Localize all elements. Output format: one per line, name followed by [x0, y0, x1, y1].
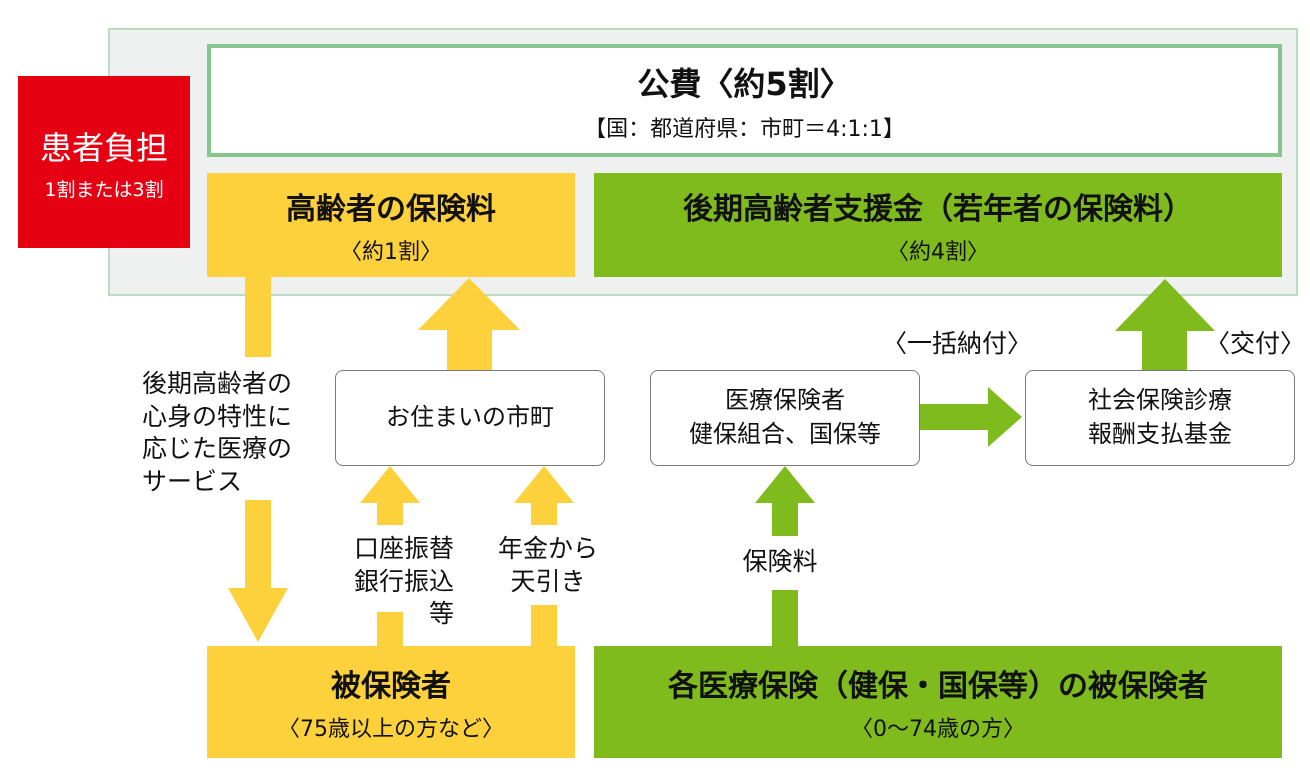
account-arrow-head: [360, 466, 420, 503]
city-label: お住まいの市町: [386, 403, 554, 432]
fund-box: 社会保険診療 報酬支払基金: [1025, 370, 1295, 466]
services-line: 心身の特性に: [142, 401, 293, 431]
pension-line: 天引き: [510, 566, 586, 596]
insurer-line1: 医療保険者: [725, 386, 845, 415]
support-grant-box: 後期高齢者支援金（若年者の保険料） 〈約4割〉: [594, 173, 1282, 277]
insured-title: 被保険者: [331, 669, 451, 704]
lump-arrow-shaft: [920, 404, 988, 430]
support-grant-detail: 〈約4割〉: [887, 240, 989, 265]
grant-label: 〈交付〉: [1205, 329, 1306, 358]
all-insured-box: 各医療保険（健保・国保等）の被保険者 〈0〜74歳の方〉: [594, 646, 1282, 758]
lump-sum-label: 〈一括納付〉: [881, 329, 1032, 358]
elderly-premium-title: 高齢者の保険料: [286, 192, 496, 227]
grant-arrow-shaft: [1142, 330, 1187, 370]
pension-arrow-shaft-top: [531, 503, 557, 525]
city-to-premium-head: [418, 278, 520, 330]
premium-arrow-shaft-top: [772, 503, 798, 536]
account-arrow-shaft-bottom: [377, 612, 403, 646]
public-funds-detail: 【国：都道府県：市町＝4:1:1】: [584, 116, 905, 142]
support-grant-title: 後期高齢者支援金（若年者の保険料）: [683, 192, 1193, 227]
fund-line1: 社会保険診療: [1088, 386, 1232, 415]
services-arrow-shaft: [245, 500, 271, 588]
fund-line2: 報酬支払基金: [1088, 420, 1232, 448]
elderly-premium-box: 高齢者の保険料 〈約1割〉: [207, 173, 575, 277]
insured-box: 被保険者 〈75歳以上の方など〉: [207, 646, 575, 758]
premium-arrow-head: [755, 466, 815, 503]
premium-label: 保険料: [742, 547, 818, 576]
account-line: 銀行振込: [353, 566, 454, 596]
services-label: 後期高齢者の 心身の特性に 応じた医療の サービス: [142, 368, 322, 498]
insurer-box: 医療保険者 健保組合、国保等: [650, 370, 920, 466]
services-line: 後期高齢者の: [142, 369, 293, 398]
account-arrow-shaft-top: [377, 503, 403, 525]
account-transfer-label: 口座振替 銀行振込 等: [330, 533, 454, 631]
public-funds-box: 公費〈約5割〉 【国：都道府県：市町＝4:1:1】: [207, 44, 1282, 157]
grant-arrow-head: [1115, 279, 1215, 331]
insurer-line2: 健保組合、国保等: [689, 420, 881, 448]
services-arrow-head: [228, 588, 288, 642]
all-insured-detail: 〈0〜74歳の方〉: [851, 717, 1025, 742]
patient-burden-detail: 1割または3割: [44, 178, 164, 201]
services-arrow-top: [245, 277, 271, 357]
services-line: サービス: [142, 466, 243, 496]
public-funds-title: 公費〈約5割〉: [637, 64, 852, 103]
patient-burden-title: 患者負担: [39, 128, 168, 167]
all-insured-title: 各医療保険（健保・国保等）の被保険者: [668, 669, 1208, 704]
pension-deduction-label: 年金から 天引き: [488, 533, 608, 598]
city-box: お住まいの市町: [335, 370, 605, 466]
city-to-premium-shaft: [447, 328, 492, 370]
elderly-premium-detail: 〈約1割〉: [340, 240, 442, 265]
lump-arrow-head: [988, 387, 1022, 447]
patient-burden-box: 患者負担 1割または3割: [18, 76, 190, 248]
services-line: 応じた医療の: [142, 434, 293, 463]
account-line: 口座振替: [353, 534, 454, 563]
premium-arrow-shaft-bottom: [772, 590, 798, 646]
pension-arrow-shaft-bottom: [531, 605, 557, 646]
pension-arrow-head: [514, 466, 574, 503]
insured-detail: 〈75歳以上の方など〉: [278, 717, 504, 742]
account-line: 等: [428, 599, 454, 628]
pension-line: 年金から: [497, 534, 598, 563]
